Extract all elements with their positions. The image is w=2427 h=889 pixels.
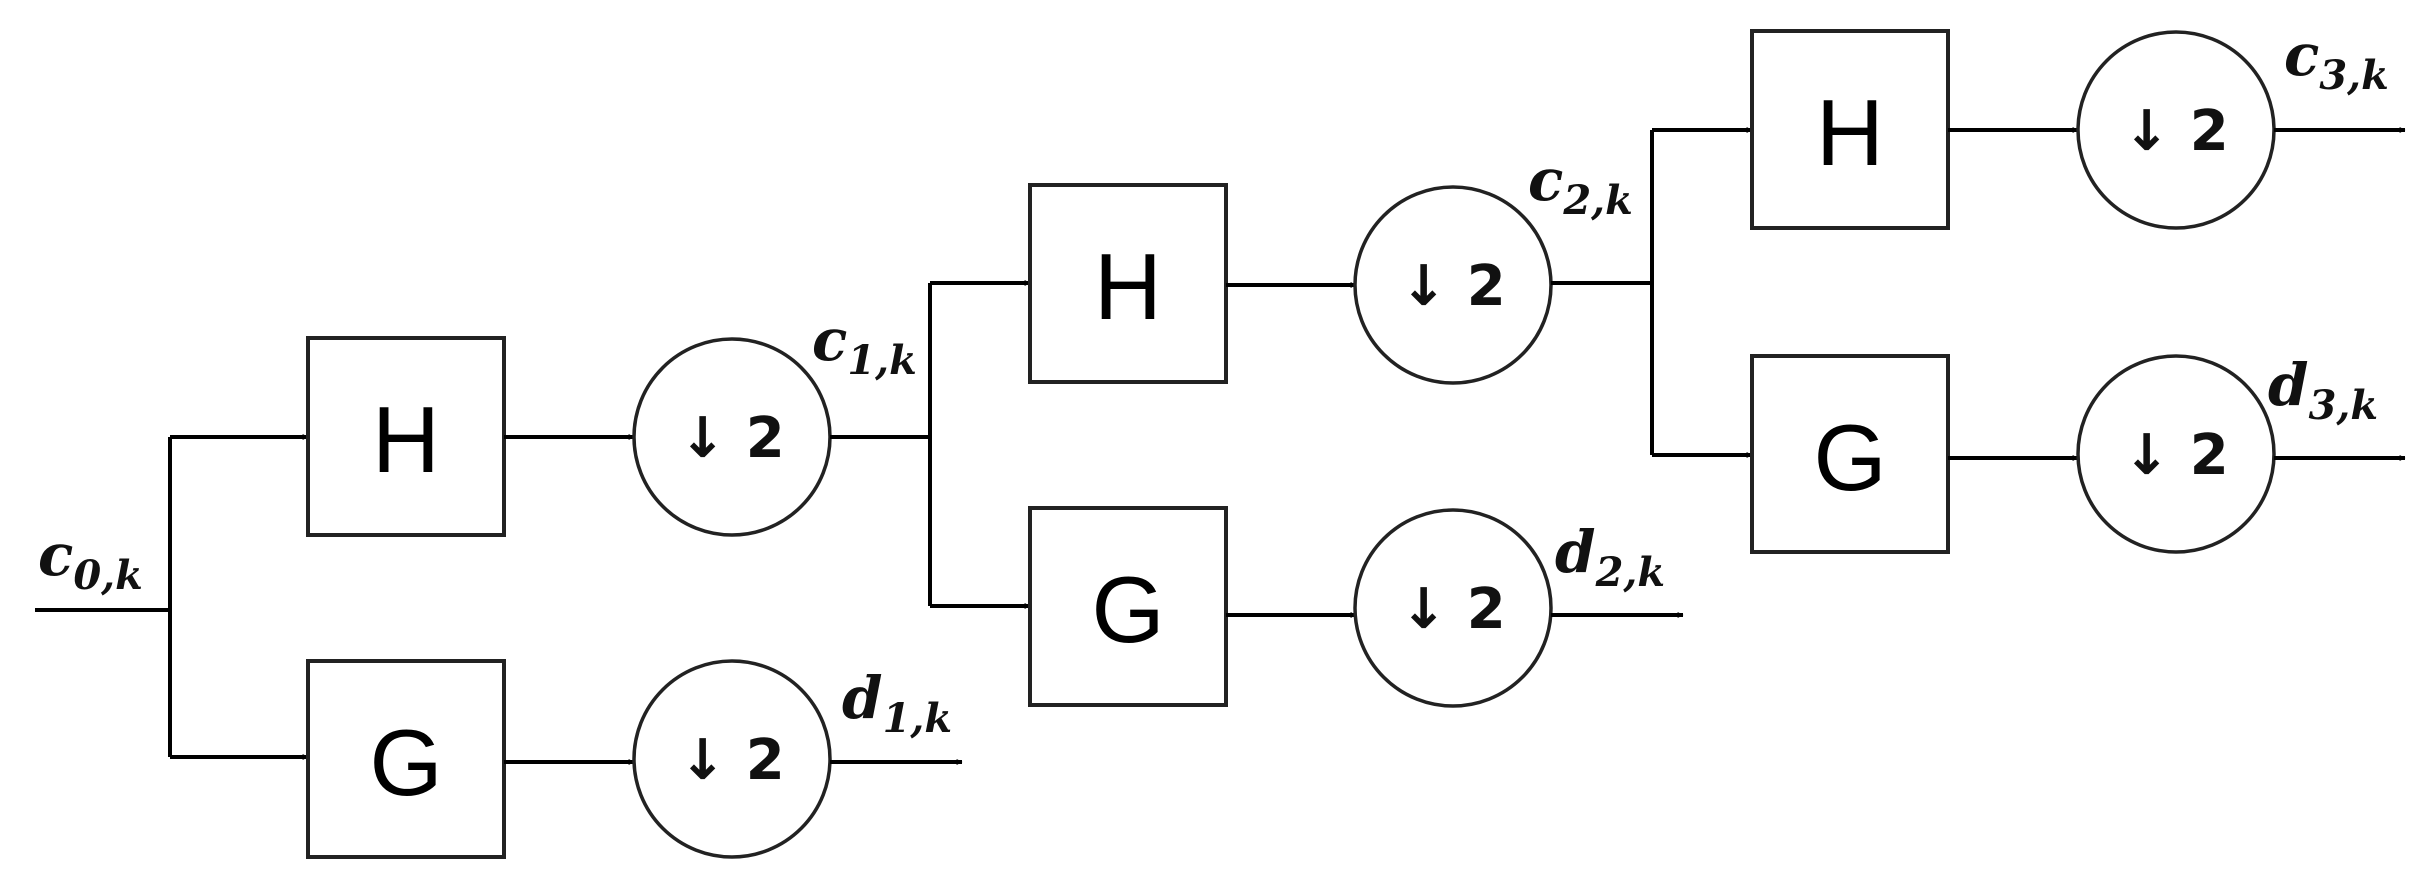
g-filter-block-level-1: G [306, 659, 506, 859]
svg-text:↓ 2: ↓ 2 [1400, 254, 1505, 319]
svg-text:G: G [1091, 557, 1164, 662]
signal-label-d1: d1,k [842, 664, 952, 742]
svg-text:↓ 2: ↓ 2 [1400, 577, 1505, 642]
downsampler-c3: ↓ 2 [2076, 30, 2276, 230]
downsampler-d3: ↓ 2 [2076, 354, 2276, 554]
svg-text:↓ 2: ↓ 2 [679, 728, 784, 793]
svg-text:↓ 2: ↓ 2 [679, 406, 784, 471]
signal-label-c2: c2,k [1528, 146, 1633, 224]
downsampler-d2: ↓ 2 [1353, 508, 1553, 708]
svg-text:G: G [1813, 405, 1886, 510]
signal-label-c0: c0,k [38, 521, 143, 599]
svg-text:H: H [372, 387, 440, 492]
signal-label-c1: c1,k [812, 306, 917, 384]
h-filter-block-level-3: H [1750, 29, 1950, 230]
svg-text:H: H [1094, 234, 1162, 339]
g-filter-block-level-2: G [1028, 506, 1228, 707]
downsampler-d1: ↓ 2 [632, 659, 832, 859]
signal-label-d2: d2,k [1555, 518, 1665, 596]
svg-text:↓ 2: ↓ 2 [2123, 99, 2228, 164]
signal-label-d3: d3,k [2268, 351, 2378, 429]
svg-text:↓ 2: ↓ 2 [2123, 423, 2228, 488]
h-filter-block-level-1: H [306, 336, 506, 537]
downsampler-c2: ↓ 2 [1353, 185, 1553, 385]
downsampler-c1: ↓ 2 [632, 337, 832, 537]
signal-label-c3: c3,k [2284, 21, 2389, 99]
svg-text:G: G [369, 710, 442, 815]
g-filter-block-level-3: G [1750, 354, 1950, 554]
h-filter-block-level-2: H [1028, 183, 1228, 384]
svg-text:H: H [1816, 80, 1884, 185]
